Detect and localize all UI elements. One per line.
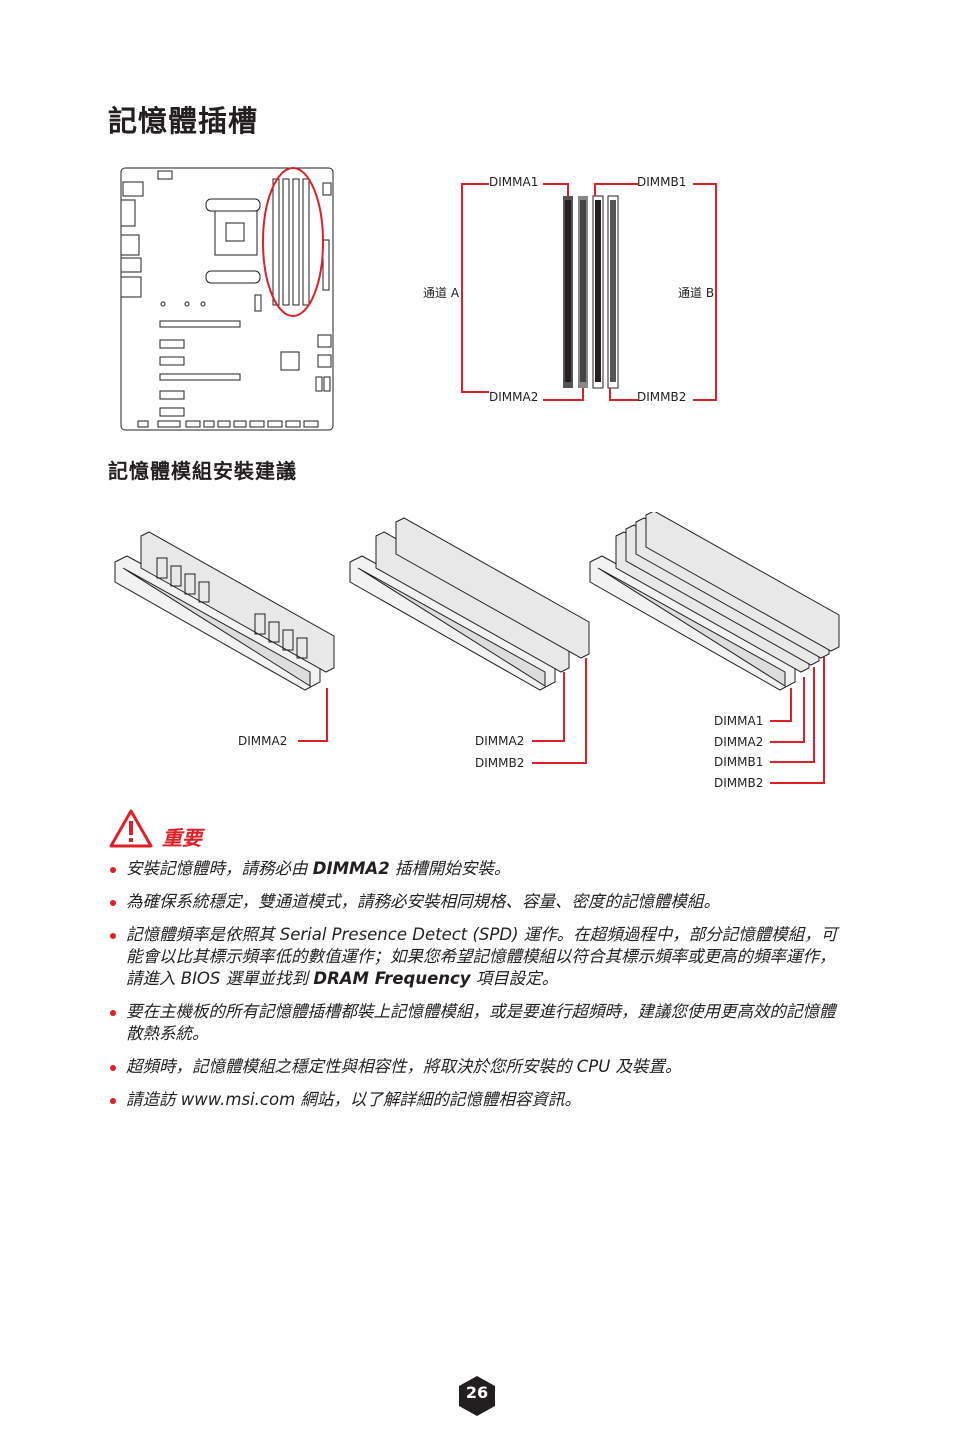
dimm-slots (563, 195, 619, 389)
label-dimma1: DIMMA1 (489, 175, 539, 189)
important-notes: 安裝記憶體時，請務必由 DIMMA2 插槽開始安裝。 為確保系統穩定，雙通道模式… (108, 858, 848, 1122)
label-channel-b: 通道 B (678, 286, 715, 300)
section-heading-install: 記憶體模組安裝建議 (108, 459, 297, 483)
note-item: 記憶體頻率是依照其 Serial Presence Detect (SPD) 運… (108, 924, 848, 990)
bullet-dot (110, 933, 116, 939)
page-number: 26 (465, 1383, 489, 1402)
note-item: 要在主機板的所有記憶體插槽都裝上記憶體模組，或是要進行超頻時，建議您使用更高效的… (108, 1001, 848, 1045)
motherboard-diagram (120, 167, 334, 431)
bullet-dot (110, 900, 116, 906)
bullet-dot (110, 1065, 116, 1071)
install-illustrations (114, 512, 840, 784)
note-item: 超頻時，記憶體模組之穩定性與相容性，將取決於您所安裝的 CPU 及裝置。 (108, 1056, 848, 1078)
bullet-dot (110, 1098, 116, 1104)
page-title: 記憶體插槽 (108, 104, 259, 138)
four-stick-label-b2: DIMMB2 (714, 776, 764, 790)
two-stick-label-a2: DIMMA2 (475, 734, 525, 748)
label-dimma2: DIMMA2 (489, 390, 539, 404)
warning-icon (109, 809, 153, 848)
note-item: 請造訪 www.msi.com 網站，以了解詳細的記憶體相容資訊。 (108, 1089, 848, 1111)
bullet-dot (110, 867, 116, 873)
note-item: 安裝記憶體時，請務必由 DIMMA2 插槽開始安裝。 (108, 858, 848, 880)
bullet-dot (110, 1010, 116, 1016)
page-number-badge (459, 1376, 495, 1416)
four-stick-label-a2: DIMMA2 (714, 735, 764, 749)
one-stick-label: DIMMA2 (238, 734, 288, 748)
two-stick-label-b2: DIMMB2 (475, 756, 525, 770)
label-dimmb1: DIMMB1 (637, 175, 687, 189)
note-item: 為確保系統穩定，雙通道模式，請務必安裝相同規格、容量、密度的記憶體模組。 (108, 891, 848, 913)
four-stick-label-a1: DIMMA1 (714, 714, 764, 728)
important-title: 重要 (162, 826, 202, 850)
four-stick-label-b1: DIMMB1 (714, 755, 764, 769)
label-channel-a: 通道 A (423, 286, 460, 300)
label-dimmb2: DIMMB2 (637, 390, 687, 404)
dimm-channel-diagram (461, 183, 717, 401)
